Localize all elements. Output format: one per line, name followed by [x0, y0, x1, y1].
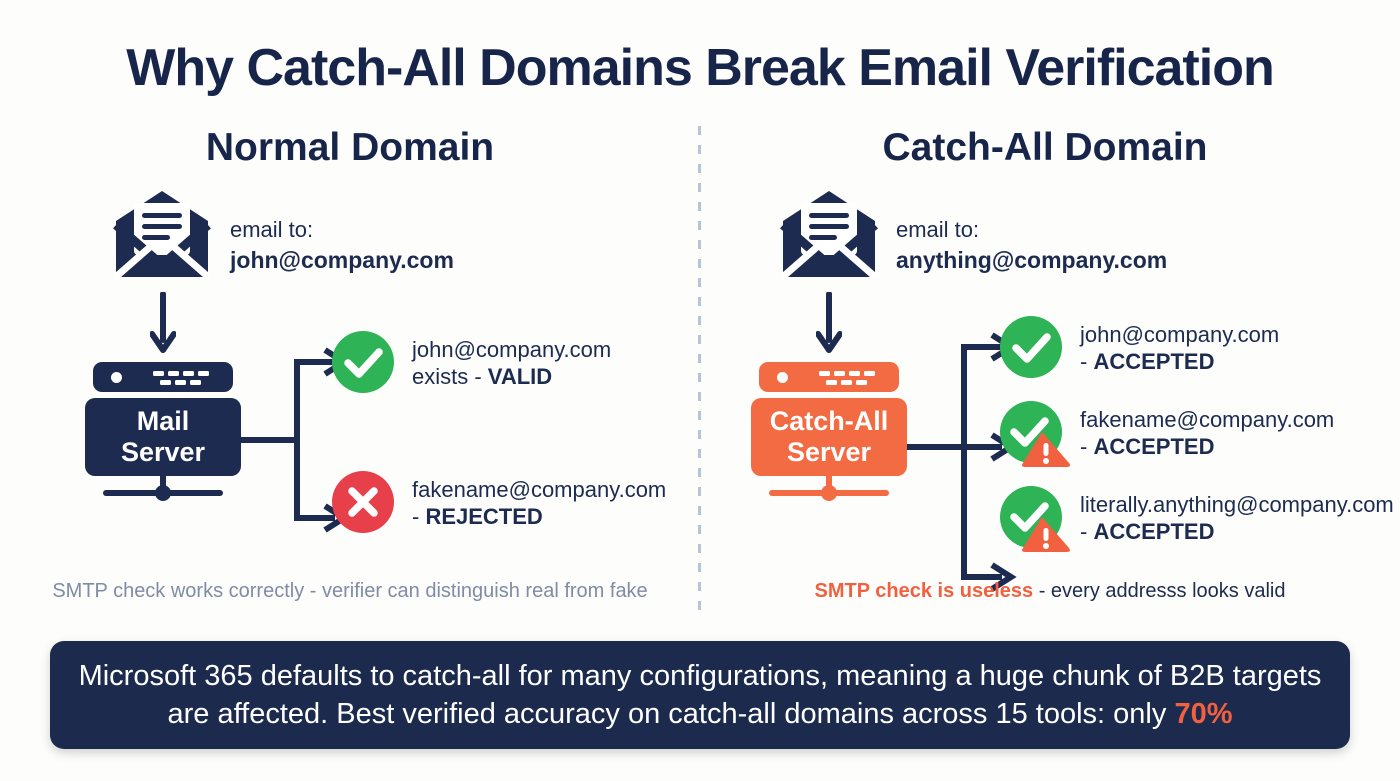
right-result-address-1: john@company.com	[1080, 322, 1280, 347]
left-result-status-2: REJECTED	[425, 504, 543, 529]
panel-divider	[698, 126, 701, 611]
left-result-prefix-2: -	[412, 504, 426, 529]
server-label-line1: Catch-All	[769, 406, 889, 436]
server-top-bar	[759, 362, 899, 392]
arrow-down-icon	[149, 291, 177, 354]
server-led-icon	[777, 372, 788, 383]
left-result-row-1: john@company.com exists - VALID	[332, 331, 611, 393]
left-result-status-1: VALID	[487, 364, 553, 389]
check-circle-warning-icon	[1000, 486, 1070, 552]
warning-triangle-icon	[1022, 432, 1070, 467]
check-circle-icon	[332, 331, 394, 393]
right-result-address-2: fakename@company.com	[1080, 407, 1335, 432]
left-mail-destination: email to: john@company.com	[230, 216, 454, 274]
right-caption-rest: - every addresss looks valid	[1033, 580, 1286, 602]
warning-triangle-icon	[1022, 517, 1070, 552]
right-result-row-1: john@company.com - ACCEPTED	[1000, 316, 1279, 378]
server-top-bar	[93, 362, 233, 392]
summary-banner: Microsoft 365 defaults to catch-all for …	[50, 641, 1350, 749]
right-mail-destination: email to: anything@company.com	[896, 216, 1167, 274]
server-stem	[160, 476, 166, 492]
right-result-prefix-1: -	[1080, 349, 1094, 374]
server-vent-dots	[819, 371, 885, 385]
server-body: Catch-All Server	[751, 398, 907, 476]
server-label-line2: Server	[120, 437, 206, 467]
summary-banner-percent: 70%	[1174, 698, 1233, 730]
left-panel-caption: SMTP check works correctly - verifier ca…	[52, 580, 648, 602]
server-label-line2: Server	[786, 437, 872, 467]
left-mail-address: john@company.com	[230, 247, 454, 273]
server-icon: Mail Server	[85, 362, 241, 506]
right-result-row-2: fakename@company.com - ACCEPTED	[1000, 401, 1334, 467]
right-panel-heading: Catch-All Domain	[882, 126, 1208, 169]
right-result-status-3: ACCEPTED	[1093, 519, 1215, 544]
server-base-knob	[155, 485, 171, 501]
right-result-prefix-3: -	[1080, 519, 1094, 544]
right-result-status-1: ACCEPTED	[1093, 349, 1215, 374]
open-envelope-icon	[110, 185, 214, 281]
right-result-text-2: fakename@company.com - ACCEPTED	[1080, 401, 1334, 460]
right-result-row-3: literally.anything@company.com - ACCEPTE…	[1000, 486, 1394, 552]
right-result-address-3: literally.anything@company.com	[1080, 492, 1394, 517]
left-result-address-1: john@company.com	[412, 337, 612, 362]
left-mail-label: email to:	[230, 217, 314, 242]
x-circle-icon	[332, 471, 394, 533]
right-mail-address: anything@company.com	[896, 247, 1168, 273]
server-vent-dots	[153, 371, 219, 385]
check-circle-warning-icon	[1000, 401, 1070, 467]
summary-banner-body: Microsoft 365 defaults to catch-all for …	[78, 660, 1322, 730]
open-envelope-icon	[777, 185, 881, 281]
right-result-text-1: john@company.com - ACCEPTED	[1080, 316, 1279, 375]
arrow-down-icon	[815, 291, 843, 354]
server-led-icon	[111, 372, 122, 383]
left-branch-connector	[237, 340, 355, 545]
left-result-row-2: fakename@company.com - REJECTED	[332, 471, 666, 533]
server-body: Mail Server	[85, 398, 241, 476]
right-result-text-3: literally.anything@company.com - ACCEPTE…	[1080, 486, 1394, 545]
right-result-prefix-2: -	[1080, 434, 1094, 459]
left-result-text-2: fakename@company.com - REJECTED	[412, 471, 666, 530]
left-result-text-1: john@company.com exists - VALID	[412, 331, 611, 390]
server-stem	[826, 476, 832, 492]
right-mail-label: email to:	[896, 217, 980, 242]
right-result-status-2: ACCEPTED	[1093, 434, 1215, 459]
page-title: Why Catch-All Domains Break Email Verifi…	[126, 39, 1274, 97]
server-icon: Catch-All Server	[751, 362, 907, 506]
right-panel-caption: SMTP check is useless - every addresss l…	[700, 580, 1400, 603]
left-panel-heading: Normal Domain	[205, 126, 495, 169]
server-base-knob	[821, 485, 837, 501]
left-result-prefix-1: exists -	[412, 364, 488, 389]
right-branch-connector	[904, 325, 1022, 615]
check-circle-icon	[1000, 316, 1062, 378]
summary-banner-text: Microsoft 365 defaults to catch-all for …	[50, 657, 1350, 733]
server-label-line1: Mail	[136, 406, 190, 436]
left-result-address-2: fakename@company.com	[412, 477, 667, 502]
right-caption-highlight: SMTP check is useless	[814, 580, 1034, 602]
